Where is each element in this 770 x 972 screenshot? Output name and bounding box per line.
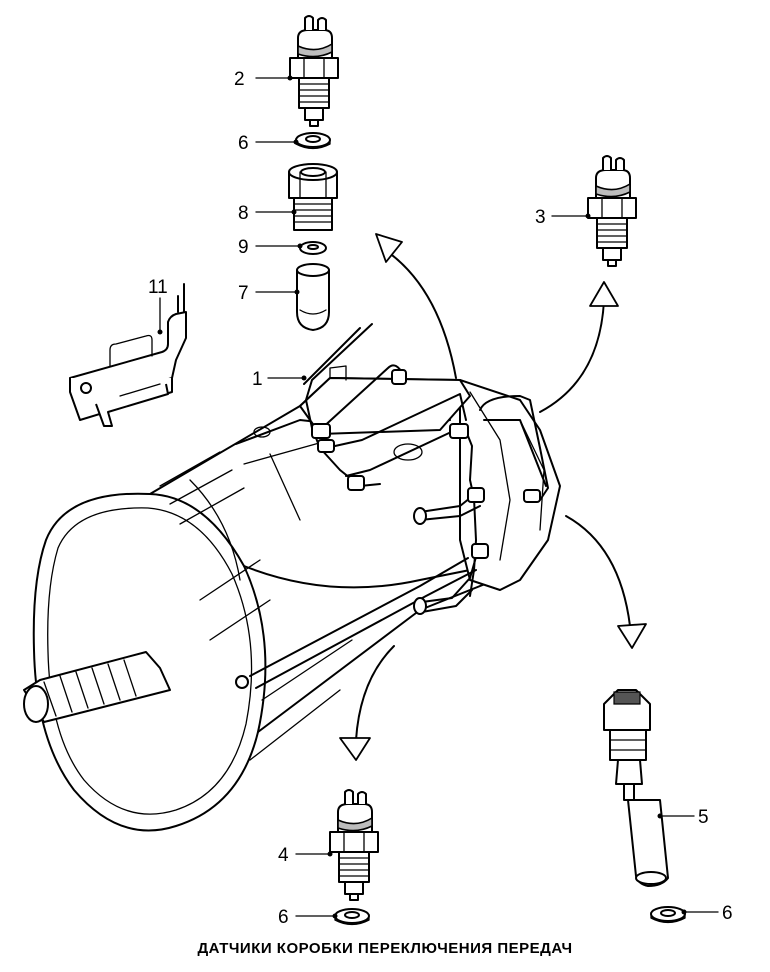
sensor-4 (329, 789, 379, 901)
arrow-to-sensor-5 (565, 515, 647, 649)
arrow-to-sensor-3 (539, 281, 619, 413)
bracket-11 (69, 283, 187, 427)
washer-9 (299, 241, 327, 255)
washer-6-bottom-right (650, 906, 686, 924)
callout-6-bottom-right: 6 (722, 903, 733, 924)
callout-6-top: 6 (238, 133, 249, 154)
washer-6-top (295, 132, 331, 150)
callout-8: 8 (238, 203, 249, 224)
callout-11: 11 (148, 277, 168, 298)
wiring-harness-1 (249, 323, 549, 689)
sensor-3 (587, 155, 637, 267)
washer-6-bottom-left (334, 908, 370, 926)
callout-1: 1 (252, 369, 263, 390)
sensor-5 (603, 689, 669, 887)
diagram-caption: ДАТЧИКИ КОРОБКИ ПЕРЕКЛЮЧЕНИЯ ПЕРЕДАЧ (197, 940, 573, 957)
callout-7: 7 (238, 283, 249, 304)
callout-4: 4 (278, 845, 289, 866)
adapter-8 (288, 163, 338, 231)
leader-lines (157, 75, 719, 919)
callout-2: 2 (234, 69, 245, 90)
callout-6-bottom-left: 6 (278, 907, 289, 928)
callout-3: 3 (535, 207, 546, 228)
sensor-2 (289, 15, 339, 127)
callout-9: 9 (238, 237, 249, 258)
gearbox-housing (23, 365, 561, 832)
arrow-to-sensor-4 (339, 645, 395, 761)
arrow-to-sensor-2 (375, 233, 457, 379)
plunger-7 (296, 263, 330, 331)
callout-5: 5 (698, 807, 709, 828)
